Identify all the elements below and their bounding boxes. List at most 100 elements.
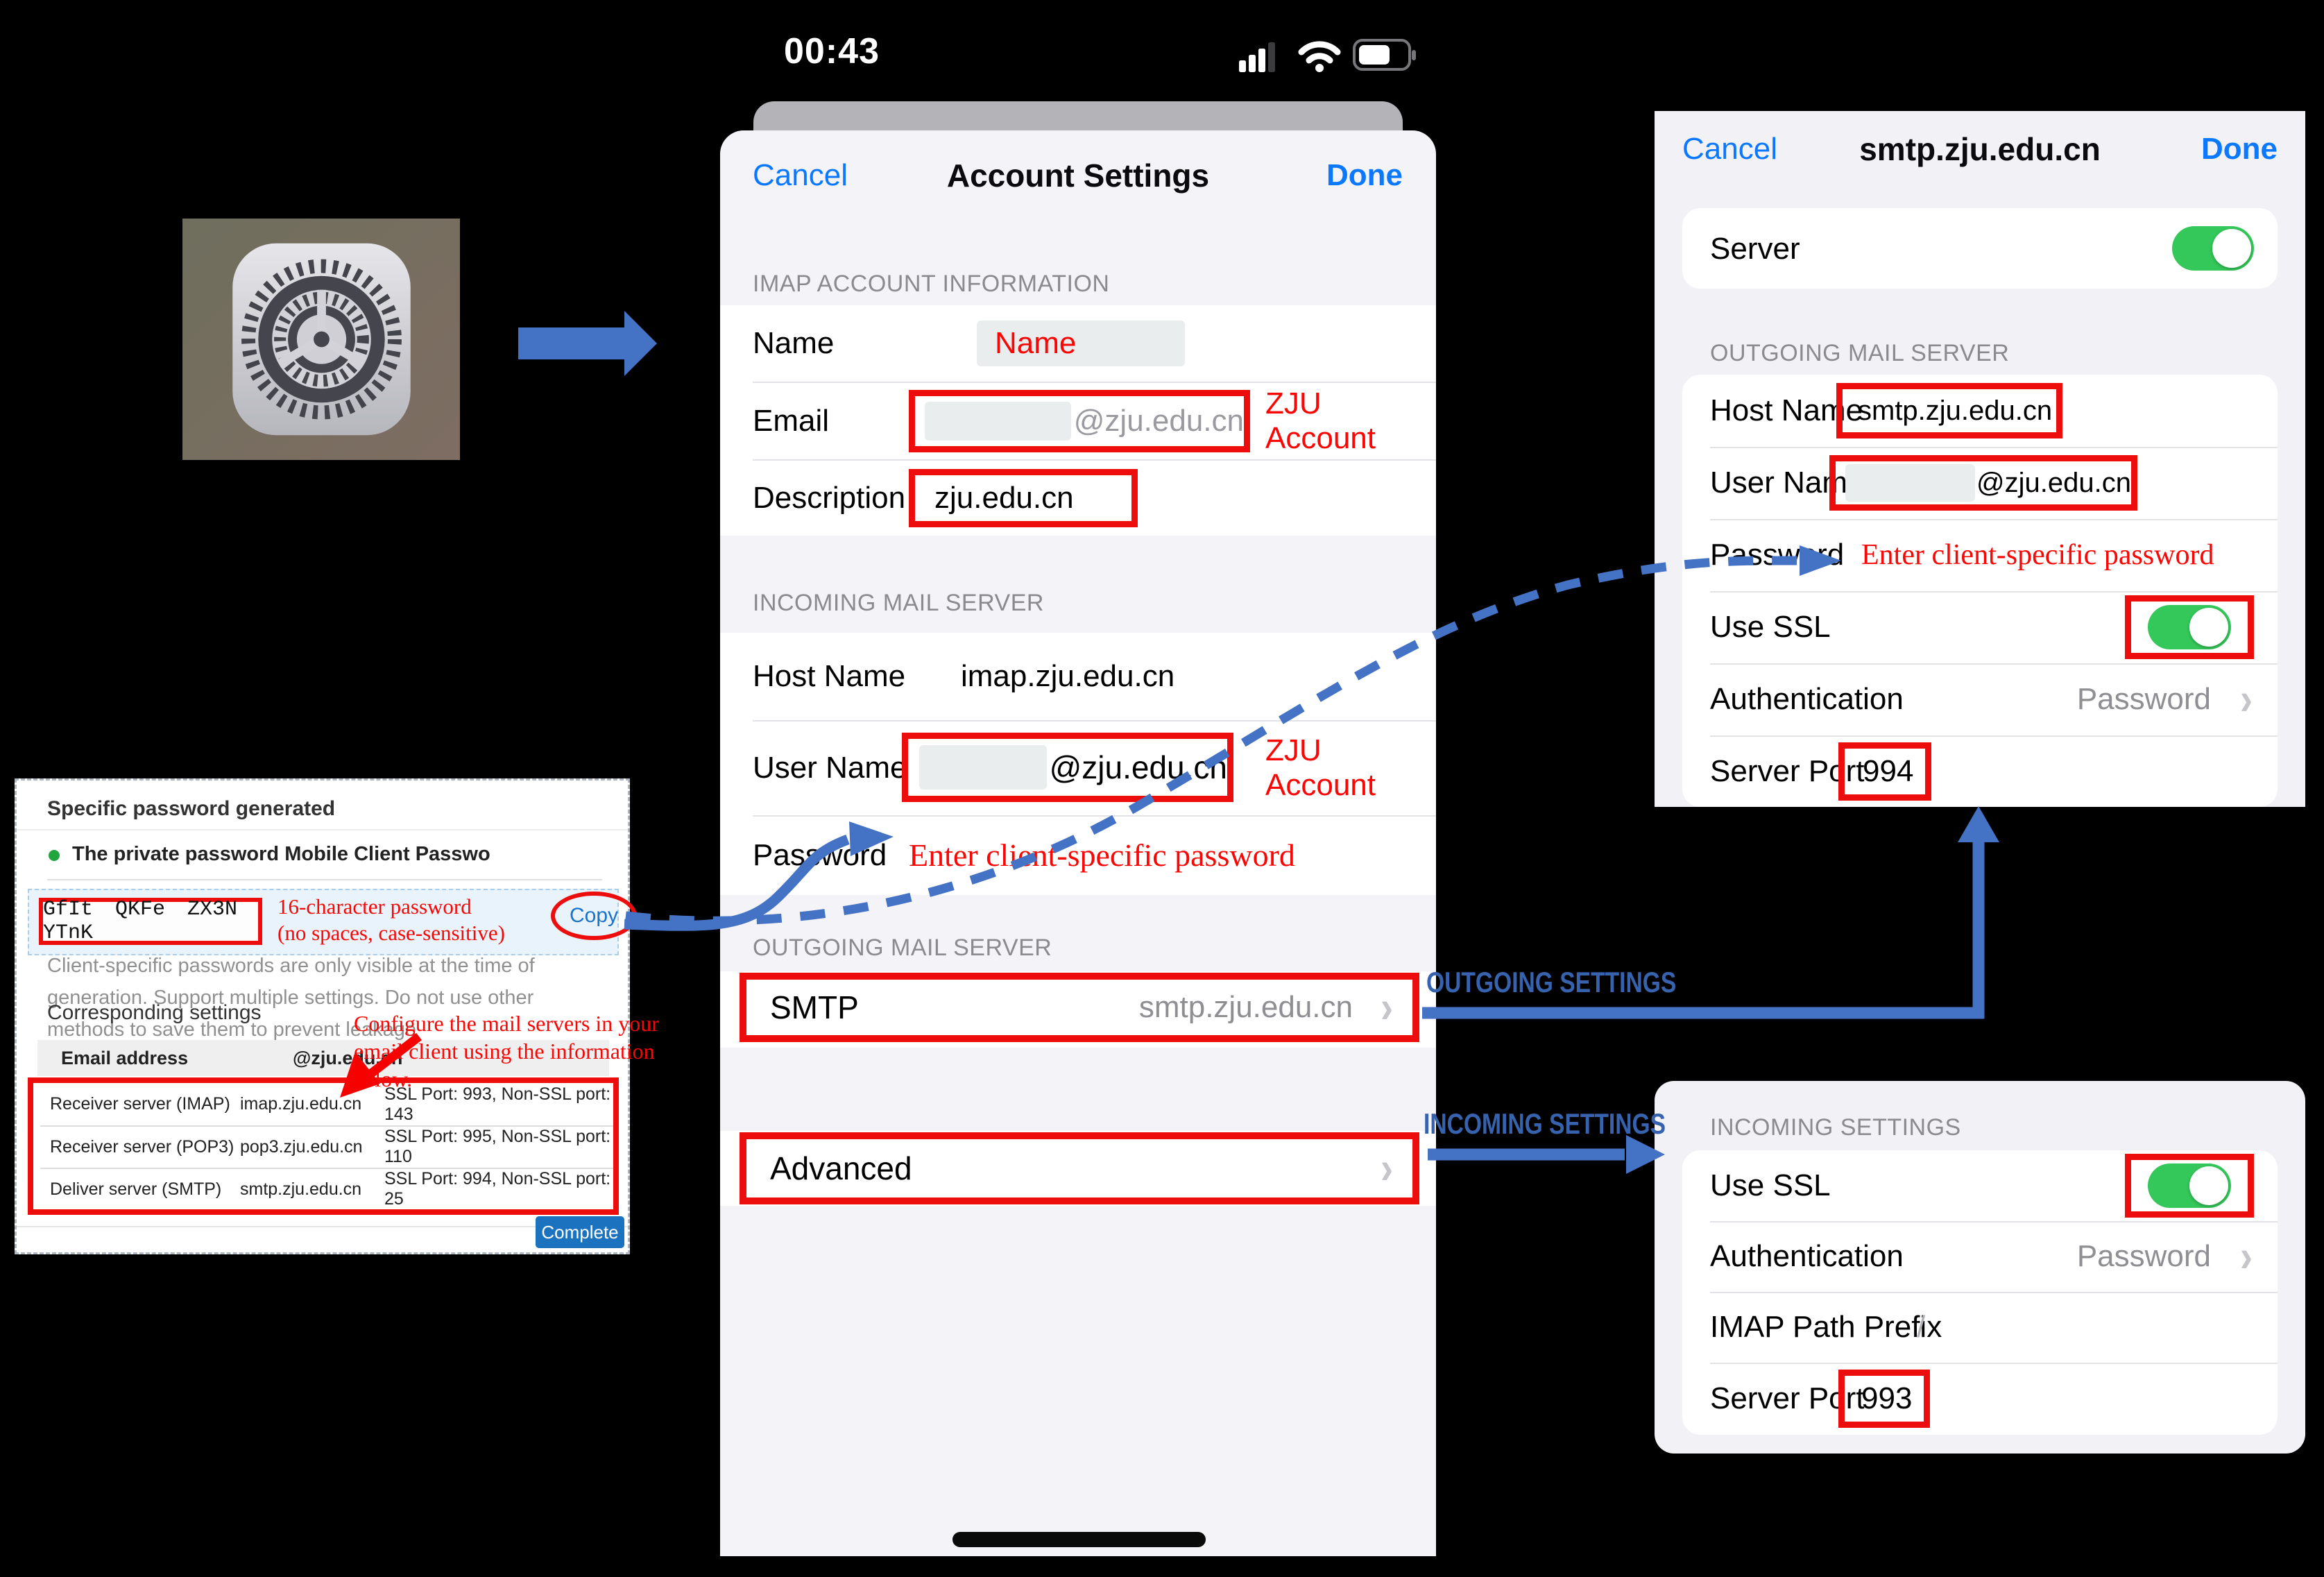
use-ssl-row: Use SSL: [1682, 591, 2278, 663]
use-ssl-row: Use SSL: [1682, 1150, 2278, 1221]
user-name-label: User Name: [753, 750, 907, 785]
password-label: Password: [753, 837, 887, 872]
server-port-value: 993: [1861, 1381, 1913, 1415]
done-button[interactable]: Done: [2201, 132, 2278, 166]
host-name-field[interactable]: smtp.zju.edu.cn: [1836, 383, 2062, 438]
status-dot-icon: [49, 850, 60, 861]
divider: [17, 1226, 628, 1227]
complete-button[interactable]: Complete: [536, 1216, 624, 1248]
status-bar: 00:43: [720, 21, 1436, 97]
email-suffix: @zju.edu.cn: [1073, 404, 1244, 438]
name-value: Name: [995, 326, 1077, 360]
email-label: Email: [753, 404, 830, 438]
host-name-value[interactable]: imap.zju.edu.cn: [961, 659, 1175, 693]
smtp-row[interactable]: SMTP smtp.zju.edu.cn ›: [740, 973, 1419, 1042]
advanced-row[interactable]: Advanced ›: [740, 1132, 1419, 1204]
status-time: 00:43: [784, 31, 880, 71]
password-highlight-box: GfIt QKFe ZX3N YTnK 16-character passwor…: [28, 889, 637, 955]
server-host: pop3.zju.edu.cn: [240, 1136, 363, 1157]
dialog-title: Specific password generated: [47, 797, 336, 820]
dialog-subheading: Corresponding settings: [47, 1001, 262, 1024]
authentication-row[interactable]: Authentication Password ›: [1682, 1221, 2278, 1292]
incoming-settings-header: INCOMING SETTINGS: [1710, 1114, 1961, 1141]
server-ports: SSL Port: 994, Non-SSL port: 25: [384, 1169, 611, 1209]
password-label: Password: [1710, 538, 1845, 572]
user-name-field[interactable]: @zju.edu.cn: [902, 733, 1233, 802]
advanced-label: Advanced: [770, 1150, 912, 1186]
password-generated-dialog: Specific password generated The private …: [15, 778, 659, 1254]
user-name-label: User Name: [1710, 466, 1865, 500]
done-button[interactable]: Done: [1326, 158, 1403, 192]
server-port-row: Server Port 993: [1682, 1363, 2278, 1435]
gear-icon[interactable]: [223, 235, 420, 443]
email-address-header: Email address: [61, 1047, 189, 1068]
name-field[interactable]: Name: [977, 321, 1185, 366]
server-name: Receiver server (IMAP): [50, 1094, 230, 1114]
copy-link[interactable]: Copy: [569, 904, 619, 927]
user-name-suffix: @zju.edu.cn: [1049, 749, 1227, 785]
description-row: Description zju.edu.cn: [720, 461, 1436, 536]
incoming-settings-card: Use SSL Authentication Password › IMAP P…: [1682, 1150, 2278, 1435]
chevron-right-icon: ›: [1381, 982, 1393, 1032]
user-name-row: User Name @zju.edu.cn ZJU Account: [720, 720, 1436, 815]
name-label: Name: [753, 326, 835, 360]
sheet-title: Account Settings: [946, 157, 1210, 194]
server-toggle[interactable]: [2172, 226, 2254, 271]
host-name-row: Host Name smtp.zju.edu.cn: [1682, 375, 2278, 447]
divider: [17, 829, 628, 830]
server-port-field[interactable]: 993: [1838, 1370, 1930, 1428]
redacted-user-name: [919, 745, 1047, 790]
authentication-value: Password: [2076, 1239, 2211, 1273]
use-ssl-toggle[interactable]: [2148, 605, 2231, 649]
cancel-button[interactable]: Cancel: [1682, 132, 1777, 166]
host-name-label: Host Name: [753, 659, 906, 693]
signal-icon: [1239, 42, 1278, 74]
complete-button-label: Complete: [541, 1221, 619, 1243]
password-field[interactable]: GfIt QKFe ZX3N YTnK: [39, 898, 262, 945]
home-indicator[interactable]: [952, 1532, 1206, 1547]
server-host: imap.zju.edu.cn: [240, 1094, 362, 1114]
outgoing-mail-server-header: OUTGOING MAIL SERVER: [753, 935, 1052, 961]
use-ssl-toggle[interactable]: [2148, 1163, 2231, 1208]
authentication-label: Authentication: [1710, 682, 1904, 716]
server-host: smtp.zju.edu.cn: [240, 1179, 362, 1199]
description-label: Description: [753, 481, 906, 515]
battery-icon: [1353, 39, 1417, 72]
description-field[interactable]: zju.edu.cn: [909, 469, 1138, 527]
user-name-field[interactable]: @zju.edu.cn: [1829, 455, 2137, 511]
imap-path-prefix-row: IMAP Path Prefix /: [1682, 1292, 2278, 1363]
email-annotation: ZJU Account: [1265, 386, 1376, 455]
server-port-field[interactable]: 994: [1838, 742, 1931, 801]
smtp-settings-panel: Cancel smtp.zju.edu.cn Done Server OUTGO…: [1655, 111, 2305, 807]
outgoing-server-card: Host Name smtp.zju.edu.cn User Name @zju…: [1682, 375, 2278, 807]
email-field[interactable]: @zju.edu.cn: [909, 390, 1250, 452]
password-annotation-line1: 16-character password: [277, 894, 472, 919]
smtp-label: SMTP: [770, 989, 859, 1025]
cancel-button[interactable]: Cancel: [753, 158, 848, 192]
dialog-bullet-text: The private password Mobile Client Passw…: [72, 843, 490, 865]
name-row: Name Name: [720, 305, 1436, 382]
authentication-row[interactable]: Authentication Password ›: [1682, 663, 2278, 735]
incoming-settings-panel: INCOMING SETTINGS Use SSL Authentication…: [1655, 1081, 2305, 1454]
ssl-toggle-highlight: [2125, 595, 2254, 659]
incoming-mail-server-header: INCOMING MAIL SERVER: [753, 590, 1044, 616]
server-name: Receiver server (POP3): [50, 1136, 234, 1157]
password-annotation: Enter client-specific password: [909, 837, 1295, 873]
user-name-suffix: @zju.edu.cn: [1976, 467, 2131, 498]
settings-app-tile: [182, 219, 460, 460]
redacted-email-user: [925, 402, 1071, 441]
server-card: Server: [1682, 208, 2278, 289]
redacted-user-name: [1845, 464, 1976, 502]
imap-path-prefix-value[interactable]: /: [1917, 1310, 1926, 1344]
server-label: Server: [1710, 232, 1800, 266]
password-annotation: Enter client-specific password: [1861, 539, 2214, 571]
divider: [47, 879, 602, 880]
wifi-icon: [1297, 39, 1342, 72]
email-row: Email @zju.edu.cn ZJU Account: [720, 383, 1436, 459]
host-name-row: Host Name imap.zju.edu.cn: [720, 633, 1436, 720]
smtp-group: [720, 971, 1436, 1048]
settings-to-sheet-arrow: [518, 311, 657, 376]
incoming-settings-flow-label: INCOMING SETTINGS: [1424, 1107, 1666, 1140]
table-row: Deliver server (SMTP) smtp.zju.edu.cn SS…: [33, 1168, 613, 1210]
